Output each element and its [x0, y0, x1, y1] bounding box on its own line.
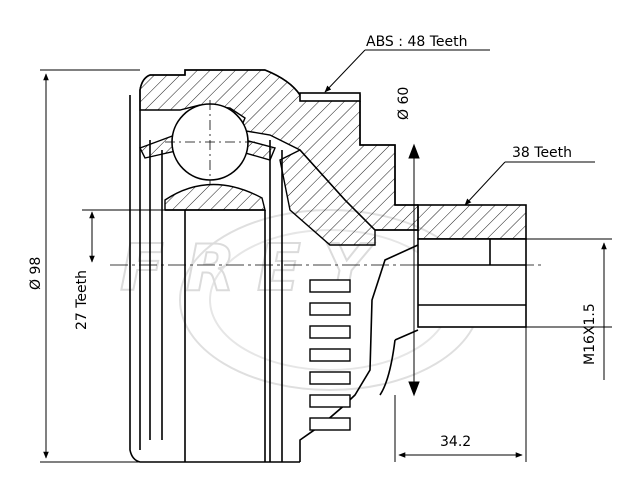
abs-tooth [309, 371, 351, 385]
label-seat-diameter: Ø 60 [396, 87, 412, 120]
label-thread: M16X1.5 [582, 303, 598, 365]
dim-outer-teeth [464, 161, 595, 206]
inner-race-hatch [164, 183, 266, 211]
label-stub-length: 34.2 [440, 434, 471, 450]
ball [165, 100, 255, 185]
dim-abs-leader [324, 49, 490, 93]
teeth-leader-arrow [464, 161, 506, 206]
label-outer-teeth: 38 Teeth [512, 145, 572, 161]
label-abs-teeth: ABS : 48 Teeth [366, 34, 467, 50]
spline-section [417, 204, 527, 240]
housing-top-edge [139, 69, 301, 110]
dim-inner-teeth [82, 209, 185, 263]
housing-walls [269, 140, 283, 462]
inner-race-sides [184, 210, 266, 462]
dim-thread [526, 238, 612, 380]
dim-outer-diameter [40, 69, 140, 463]
abs-teeth [309, 279, 351, 431]
stub-shaft [375, 204, 527, 328]
arrow-60-bottom [408, 381, 420, 397]
abs-tooth [309, 348, 351, 362]
abs-ring [299, 92, 361, 102]
label-inner-teeth: 27 Teeth [74, 270, 90, 330]
abs-tooth [309, 302, 351, 316]
dim-stub-length [394, 327, 527, 462]
label-outer-diameter: Ø 98 [28, 257, 44, 290]
abs-tooth [309, 279, 351, 293]
dim-seat-diameter [408, 143, 420, 397]
housing-outline [129, 69, 419, 463]
arrow-60-top [408, 143, 420, 159]
abs-tooth [309, 417, 351, 431]
bore-lines [149, 140, 163, 440]
abs-tooth [309, 325, 351, 339]
housing-section [139, 69, 419, 246]
thread-section [417, 238, 527, 328]
abs-tooth [309, 394, 351, 408]
housing-bottom-profile [299, 244, 419, 462]
shoulder-edge [359, 101, 418, 206]
abs-leader-arrow [324, 49, 366, 93]
